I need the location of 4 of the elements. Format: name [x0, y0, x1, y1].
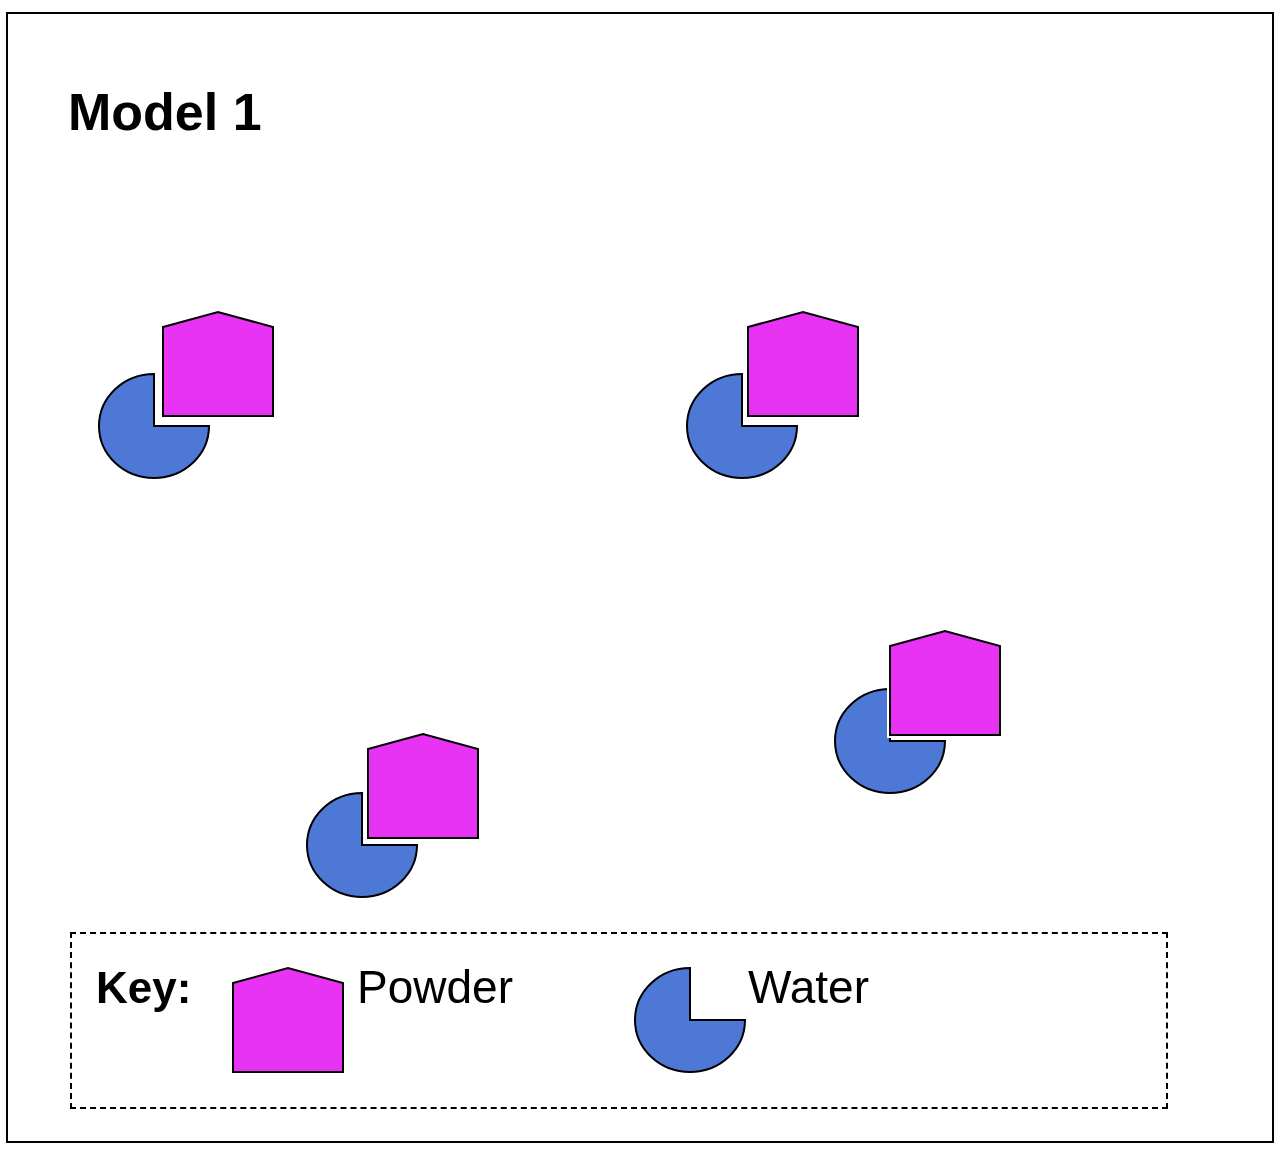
title: Model 1	[68, 84, 262, 142]
legend-label: Powder	[357, 962, 513, 1013]
legend-heading: Key:	[96, 964, 192, 1013]
legend-label: Water	[748, 962, 869, 1013]
